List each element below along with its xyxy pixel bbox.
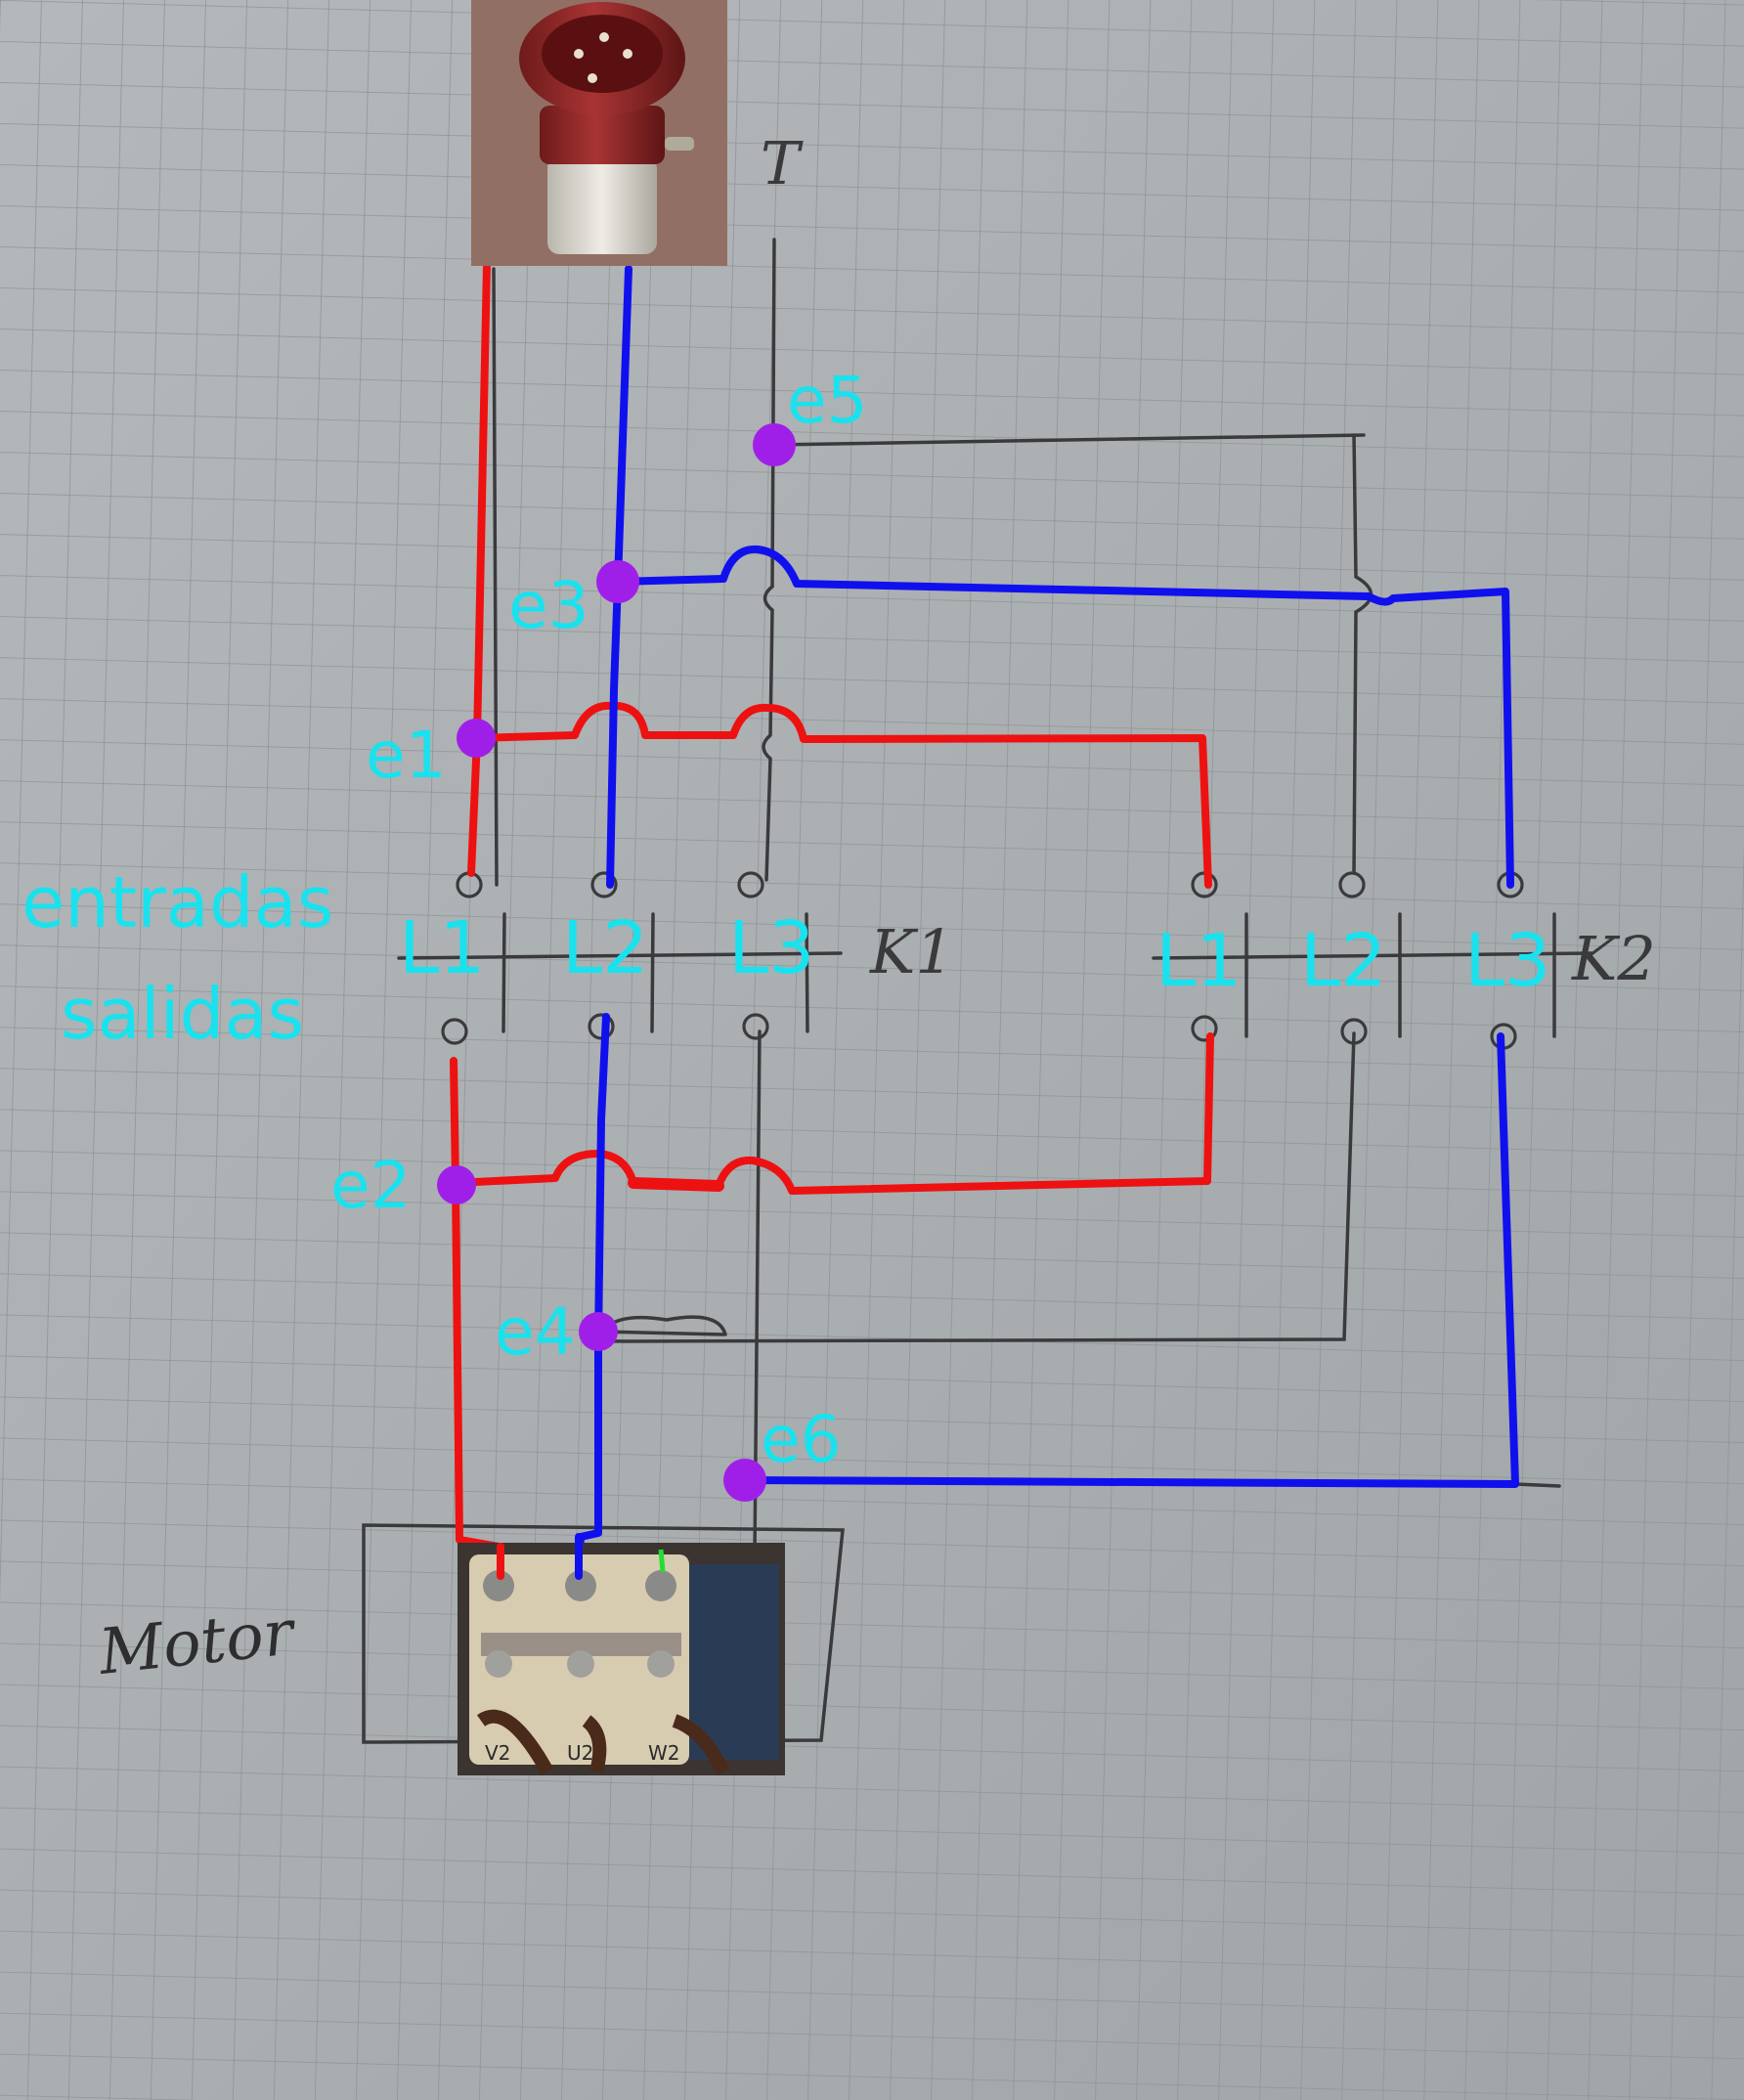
k2-terminal-l1: L1 bbox=[1155, 919, 1242, 1003]
node-label-e5: e5 bbox=[787, 363, 868, 438]
node-e4-dot bbox=[579, 1312, 618, 1351]
k1-terminal-l3: L3 bbox=[728, 906, 814, 990]
motor-terminal-label-1: V2 bbox=[485, 1741, 510, 1765]
motor-terminal-label-3: W2 bbox=[648, 1741, 680, 1765]
k2-terminal-l3: L3 bbox=[1464, 919, 1550, 1003]
node-e6-dot bbox=[723, 1459, 766, 1502]
node-e3-dot bbox=[596, 560, 639, 603]
node-e5-dot bbox=[753, 423, 796, 466]
inputs-label: entradas bbox=[22, 861, 333, 943]
pencil-wires bbox=[362, 238, 1593, 1744]
node-e2-dot bbox=[437, 1165, 476, 1204]
plug-face bbox=[542, 15, 663, 93]
k2-terminal-l2: L2 bbox=[1300, 919, 1386, 1003]
k1-handwritten-label: K1 bbox=[869, 916, 954, 987]
cyan-labels: e5 e3 e1 e2 e4 e6 entradas salidas L1 L2… bbox=[22, 363, 1550, 1477]
motor-wire-ends bbox=[497, 1533, 583, 1580]
node-e1-dot bbox=[457, 719, 496, 758]
k2-handwritten-label: K2 bbox=[1571, 923, 1656, 994]
plug-collar bbox=[540, 106, 665, 164]
k1-terminal-l1: L1 bbox=[399, 906, 485, 990]
k1-terminal-l2: L2 bbox=[562, 906, 648, 990]
motor-terminal-label-2: U2 bbox=[567, 1741, 593, 1765]
plug-sleeve bbox=[547, 156, 657, 254]
node-label-e4: e4 bbox=[495, 1294, 576, 1370]
outputs-label: salidas bbox=[61, 973, 304, 1055]
plug-photo bbox=[471, 0, 727, 266]
blue-wires bbox=[575, 265, 1519, 1578]
motor-photo: V2 U2 W2 bbox=[458, 1543, 785, 1775]
node-label-e6: e6 bbox=[761, 1402, 842, 1477]
node-label-e3: e3 bbox=[508, 568, 589, 643]
node-label-e2: e2 bbox=[330, 1148, 412, 1223]
plug-handwritten-label: T bbox=[761, 130, 804, 198]
node-label-e1: e1 bbox=[366, 718, 447, 793]
junction-nodes bbox=[437, 423, 796, 1502]
